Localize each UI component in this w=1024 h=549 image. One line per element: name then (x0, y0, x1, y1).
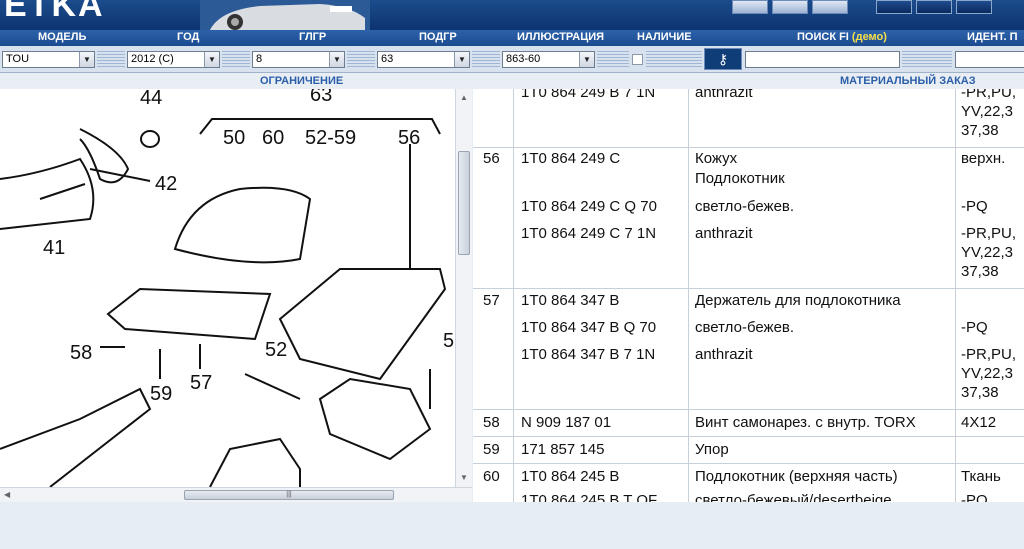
year-header: ГОД (177, 31, 200, 43)
label-56: 56 (398, 127, 420, 149)
chevron-down-icon[interactable]: ▼ (454, 52, 469, 67)
chevron-down-icon[interactable]: ▼ (79, 52, 94, 67)
ident-input[interactable] (955, 51, 1024, 68)
table-row[interactable]: 1T0 864 347 B Q 70 светло-бежев. -PQ (521, 319, 988, 336)
separator (222, 51, 250, 68)
col-divider (955, 89, 956, 502)
app-logo: ETKA (4, 0, 105, 24)
table-row[interactable]: 1T0 864 249 B 7 1N anthrazit -PR,PU, YV,… (521, 89, 1017, 139)
scroll-up-icon[interactable]: ▲ (460, 93, 468, 102)
model-select[interactable]: TOU▼ (2, 51, 95, 68)
vscroll-thumb[interactable] (458, 151, 470, 255)
search-fi-input[interactable] (745, 51, 900, 68)
main-group-select[interactable]: 8▼ (252, 51, 345, 68)
main-group-header: ГЛГР (299, 31, 327, 43)
table-row[interactable]: 56 1T0 864 249 C Кожух Подлокотник верхн… (483, 150, 1006, 187)
separator (472, 51, 500, 68)
illustration-header: ИЛЛЮСТРАЦИЯ (517, 31, 605, 43)
restriction-label: ОГРАНИЧЕНИЕ (260, 75, 344, 87)
back-icon[interactable] (956, 0, 992, 14)
table-row[interactable]: 1T0 864 249 C Q 70 светло-бежев. -PQ (521, 198, 988, 215)
scroll-down-icon[interactable]: ▼ (460, 473, 468, 482)
parts-illustration[interactable]: 44 63 50 60 52-59 56 42 41 58 59 57 52 5 (0, 89, 472, 502)
label-50: 50 (223, 127, 245, 149)
filter-bar: TOU▼ 2012 (C)▼ 8▼ 63▼ 863-60▼ (0, 46, 1024, 73)
sub-group-select[interactable]: 63▼ (377, 51, 470, 68)
scroll-left-icon[interactable]: ◀ (4, 490, 11, 499)
car-image (200, 0, 370, 30)
separator (902, 51, 952, 68)
print-icon[interactable] (732, 0, 768, 14)
sub-group-header: ПОДГР (419, 31, 457, 43)
chevron-down-icon[interactable]: ▼ (329, 52, 344, 67)
label-41: 41 (43, 237, 65, 259)
chevron-down-icon[interactable]: ▼ (579, 52, 594, 67)
table-row[interactable]: 60 1T0 864 245 B Подлокотник (верхняя ча… (483, 468, 1001, 485)
label-57: 57 (190, 372, 212, 394)
label-59: 59 (150, 383, 172, 405)
separator (97, 51, 125, 68)
illustration-select[interactable]: 863-60▼ (502, 51, 595, 68)
material-order-label: МАТЕРИАЛЬНЫЙ ЗАКАЗ (840, 75, 976, 87)
edit-icon[interactable] (812, 0, 848, 14)
table-row[interactable]: 1T0 864 249 C 7 1N anthrazit -PR,PU, YV,… (521, 225, 1017, 280)
label-52-59: 52-59 (305, 127, 356, 149)
filter-header: МОДЕЛЬ ГОД ГЛГР ПОДГР ИЛЛЮСТРАЦИЯ НАЛИЧИ… (0, 30, 1024, 46)
availability-checkbox[interactable] (632, 54, 643, 65)
armrest-diagram: 44 63 50 60 52-59 56 42 41 58 59 57 52 5 (0, 89, 454, 488)
search-fi-header: ПОИСК FI (демо) (797, 31, 887, 43)
prev-page-icon[interactable] (916, 0, 952, 14)
sub-header: ОГРАНИЧЕНИЕ МАТЕРИАЛЬНЫЙ ЗАКАЗ (0, 73, 1024, 89)
model-header: МОДЕЛЬ (38, 31, 87, 43)
col-divider (688, 89, 689, 502)
parts-table: 1T0 864 249 B 7 1N anthrazit -PR,PU, YV,… (473, 89, 1024, 502)
separator (646, 51, 702, 68)
label-58: 58 (70, 342, 92, 364)
ident-header: ИДЕНТ. П (967, 31, 1018, 43)
illustration-vscroll[interactable]: ▲ ▼ (455, 89, 472, 487)
users-icon[interactable] (772, 0, 808, 14)
chevron-down-icon[interactable]: ▼ (204, 52, 219, 67)
separator (347, 51, 375, 68)
label-63: 63 (310, 89, 332, 106)
label-44: 44 (140, 89, 162, 109)
label-60: 60 (262, 127, 284, 149)
status-area (0, 502, 1024, 549)
col-divider (513, 89, 514, 502)
year-select[interactable]: 2012 (C)▼ (127, 51, 220, 68)
hscroll-thumb[interactable]: ||| (184, 490, 394, 500)
first-page-icon[interactable] (876, 0, 912, 14)
top-banner: ETKA (0, 0, 1024, 30)
table-row[interactable]: 58 N 909 187 01 Винт самонарез. с внутр.… (483, 414, 997, 431)
label-5: 5 (443, 330, 454, 352)
table-row[interactable]: 59 171 857 145 Упор (483, 441, 729, 458)
table-row[interactable]: 1T0 864 245 B T OF светло-бежевый/desert… (521, 492, 988, 502)
table-row[interactable]: 1T0 864 347 B 7 1N anthrazit -PR,PU, YV,… (521, 346, 1017, 401)
label-42: 42 (155, 173, 177, 195)
table-row[interactable]: 57 1T0 864 347 B Держатель для подлокотн… (483, 292, 901, 309)
key-icon[interactable]: ⚷ (704, 48, 742, 70)
availability-header: НАЛИЧИЕ (637, 31, 692, 43)
demo-badge: (демо) (851, 31, 887, 43)
label-52: 52 (265, 339, 287, 361)
illustration-hscroll[interactable]: ◀ ||| (0, 487, 472, 502)
separator (597, 51, 629, 68)
